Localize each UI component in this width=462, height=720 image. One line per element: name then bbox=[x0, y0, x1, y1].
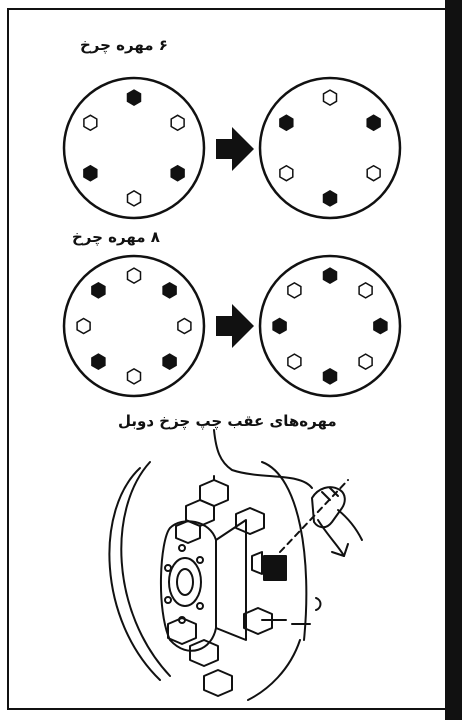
hex-nut-icon bbox=[322, 368, 338, 385]
hex-nut-icon bbox=[366, 164, 381, 182]
six-nut-wheel-after bbox=[258, 76, 402, 220]
eight-nut-wheel-before bbox=[62, 254, 206, 398]
hex-nut-icon bbox=[287, 282, 302, 299]
hex-nut-icon bbox=[358, 282, 373, 299]
hex-nut-icon bbox=[76, 317, 91, 335]
wheel-outline bbox=[258, 76, 402, 220]
hex-nut-icon bbox=[170, 114, 185, 132]
dual-wheel-heading: مهره‌های عقب چپ چزخ دوبل bbox=[118, 412, 337, 430]
eight-nut-wheel-after bbox=[258, 254, 402, 398]
hex-nut-icon bbox=[126, 190, 142, 207]
hex-nut-icon bbox=[279, 164, 294, 182]
hex-nut-icon bbox=[322, 190, 338, 207]
dual-wheel-illustration bbox=[108, 429, 363, 701]
hex-nut-icon bbox=[322, 89, 338, 106]
hex-nut-icon bbox=[366, 114, 381, 132]
hex-nut-icon bbox=[126, 267, 142, 284]
hex-nut-icon bbox=[126, 89, 142, 106]
hex-nut-icon bbox=[83, 164, 98, 182]
arrow-right-icon bbox=[216, 127, 254, 171]
hex-nut-icon bbox=[170, 164, 185, 182]
page-edge-bar bbox=[445, 0, 462, 720]
hex-nut-icon bbox=[322, 267, 338, 284]
eight-nut-heading: ۸ مهره چرخ bbox=[72, 228, 160, 246]
hex-nut-icon bbox=[126, 368, 142, 385]
hex-nut-icon bbox=[83, 114, 98, 132]
six-nut-wheel-before bbox=[62, 76, 206, 220]
hex-nut-icon bbox=[177, 317, 192, 335]
six-nut-heading: ۶ مهره چرخ bbox=[80, 36, 168, 54]
hex-nut-icon bbox=[287, 353, 302, 370]
hex-nut-icon bbox=[91, 282, 106, 299]
hex-nut-icon bbox=[162, 353, 177, 370]
hex-nut-icon bbox=[358, 353, 373, 370]
hex-nut-icon bbox=[162, 282, 177, 299]
hex-nut-icon bbox=[279, 114, 294, 132]
arrow-right-icon bbox=[216, 304, 254, 348]
hex-nut-icon bbox=[91, 353, 106, 370]
wheel-outline bbox=[62, 76, 206, 220]
hex-nut-icon bbox=[373, 317, 388, 335]
hex-nut-icon bbox=[272, 317, 287, 335]
